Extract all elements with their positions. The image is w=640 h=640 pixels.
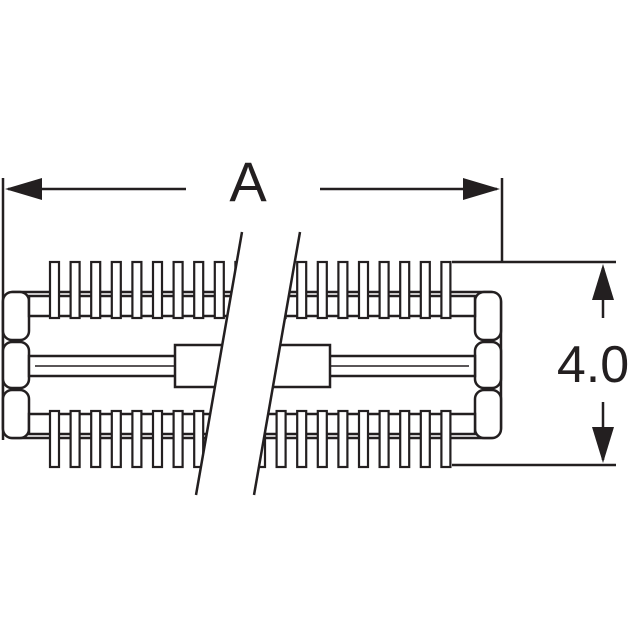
bottom-pin — [69, 409, 81, 469]
top-pin — [399, 260, 411, 320]
top-pin — [419, 260, 431, 320]
bottom-pin — [337, 409, 349, 469]
break-line-left — [194, 231, 244, 496]
bottom-pin — [193, 409, 205, 469]
top-pin — [213, 260, 225, 320]
top-pin — [131, 260, 143, 320]
dimension-a-label: A — [229, 150, 267, 213]
top-pin — [151, 260, 164, 320]
bottom-pin — [48, 409, 61, 469]
bottom-pin — [151, 409, 164, 469]
bottom-pin — [440, 409, 452, 469]
end-cap-right-top — [473, 290, 503, 342]
bottom-pin — [131, 409, 143, 469]
break-band — [196, 232, 300, 495]
dimension-height-label: 4.0 — [557, 336, 629, 394]
bottom-pin — [419, 409, 431, 469]
top-pin — [48, 260, 61, 320]
top-pin — [90, 260, 102, 320]
bottom-pin — [399, 409, 411, 469]
end-cap-left-bottom — [1, 388, 31, 440]
top-pin — [440, 260, 452, 320]
top-pin — [357, 260, 370, 320]
bottom-pin — [378, 409, 390, 469]
bottom-pin — [296, 409, 308, 469]
dim-h-arrow-bottom — [592, 427, 614, 463]
bottom-pin — [357, 409, 370, 469]
end-cap-right-mid — [473, 340, 503, 390]
dim-a-arrow-left — [5, 178, 42, 200]
top-pin — [316, 260, 328, 320]
break-line-right — [252, 231, 302, 496]
top-pin — [378, 260, 390, 320]
bottom-pin — [275, 409, 287, 469]
bottom-pin — [90, 409, 102, 469]
top-pin — [193, 260, 205, 320]
top-pin — [337, 260, 349, 320]
bottom-pin — [172, 409, 184, 469]
end-cap-left-top — [1, 290, 31, 342]
bottom-pin — [110, 409, 122, 469]
end-cap-left-mid — [1, 340, 31, 390]
dim-a-arrow-right — [463, 178, 500, 200]
bottom-pin — [316, 409, 328, 469]
top-pin — [296, 260, 308, 320]
top-pin — [110, 260, 122, 320]
top-pin — [172, 260, 184, 320]
top-pin — [69, 260, 81, 320]
end-cap-right-bottom — [473, 388, 503, 440]
dim-h-arrow-top — [592, 264, 614, 300]
